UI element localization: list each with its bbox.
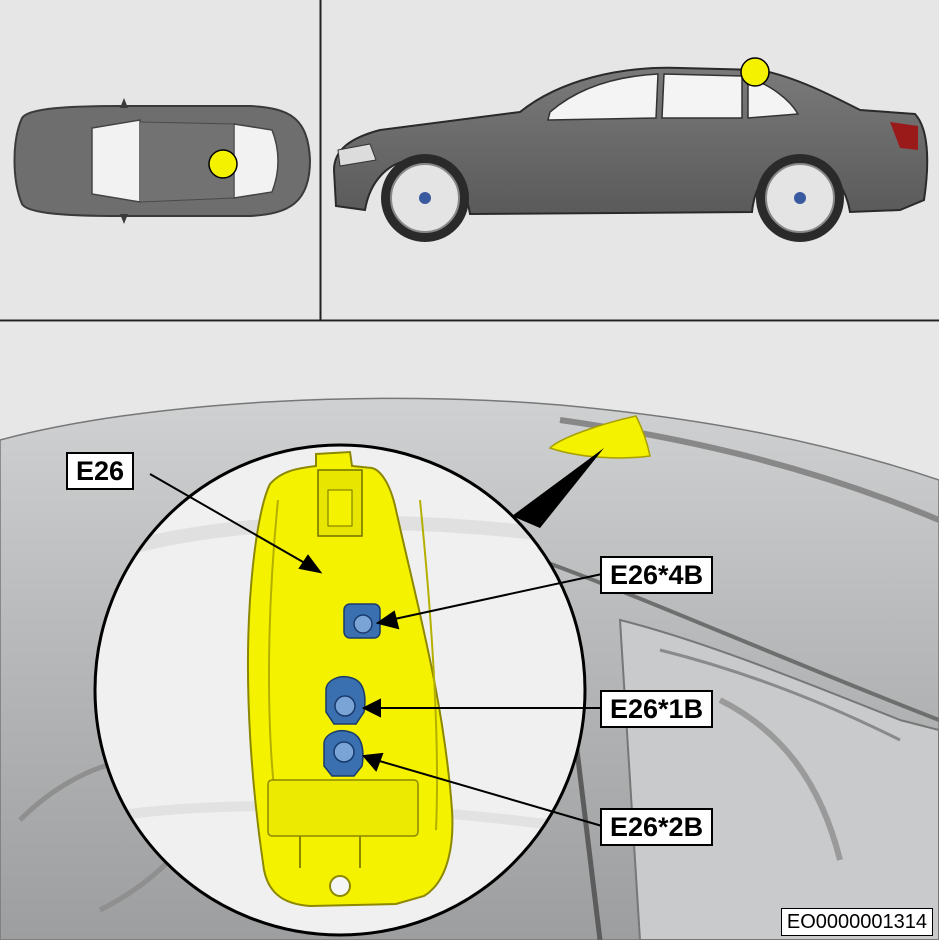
- location-marker: [208, 149, 238, 179]
- connector-1b: [325, 676, 366, 725]
- connector-4b: [343, 603, 381, 639]
- rear-wheel: [756, 154, 844, 242]
- detail-panel: [0, 322, 939, 941]
- label-e26: E26: [66, 452, 135, 490]
- connector-2b: [323, 730, 364, 777]
- side-view-panel: [321, 0, 939, 320]
- top-view-panel: [0, 0, 320, 320]
- front-wheel: [381, 154, 469, 242]
- detail-pointer: [512, 448, 604, 528]
- antenna-module-e26: [246, 450, 454, 908]
- label-e26-4b: E26*4B: [600, 556, 714, 594]
- label-e26-1b: E26*1B: [600, 690, 714, 728]
- location-marker-side: [740, 57, 770, 87]
- reference-id: EO0000001314: [780, 908, 933, 936]
- label-e26-2b: E26*2B: [600, 808, 714, 846]
- car-top-view: [13, 98, 312, 224]
- magnified-detail: [93, 443, 587, 937]
- car-side-view: [332, 57, 929, 242]
- leader-lines: [149, 473, 603, 827]
